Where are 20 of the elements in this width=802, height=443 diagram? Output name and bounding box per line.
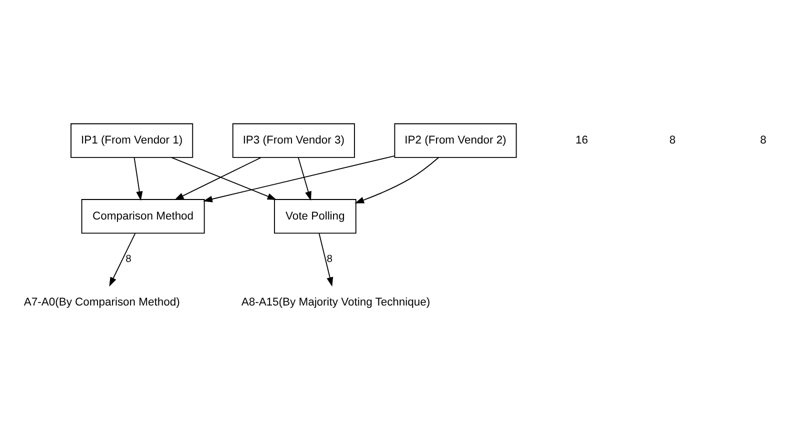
arrow — [318, 233, 334, 287]
node-text: A8-A15(By Majority Voting Technique) — [241, 296, 430, 308]
node-box: IP2 (From Vendor 2) — [394, 123, 517, 158]
edge-label: 8 — [326, 254, 333, 266]
arrow — [109, 233, 136, 287]
arrow — [134, 157, 143, 201]
arrow — [354, 157, 440, 204]
label: 16 — [576, 134, 588, 146]
label: 8 — [760, 134, 766, 146]
label: 8 — [669, 134, 676, 146]
node-box: Comparison Method — [81, 199, 205, 234]
node-box: IP1 (From Vendor 1) — [70, 123, 194, 158]
edge-label: 8 — [126, 254, 132, 266]
node-box: IP3 (From Vendor 3) — [232, 123, 355, 158]
node-text: A7-A0(By Comparison Method) — [24, 296, 180, 308]
arrow — [298, 157, 312, 201]
arrow — [174, 157, 262, 200]
arrow — [203, 155, 395, 202]
arrow — [171, 157, 277, 200]
node-box: Vote Polling — [274, 199, 356, 234]
